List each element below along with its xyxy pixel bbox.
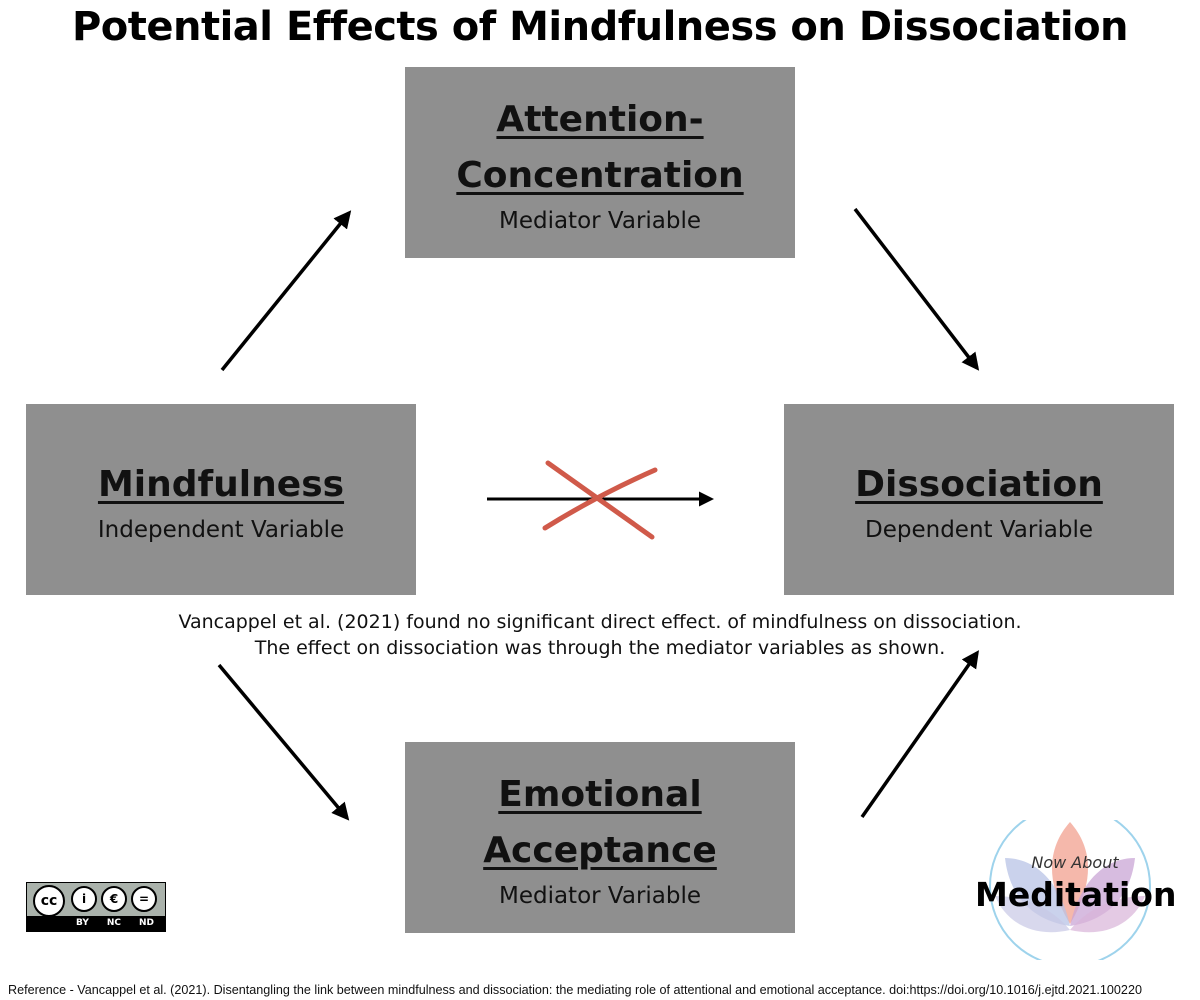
attribution-icon: i bbox=[71, 886, 97, 912]
node-title: Dissociation bbox=[855, 463, 1103, 505]
no-derivatives-icon: = bbox=[131, 886, 157, 912]
finding-note-line-1: Vancappel et al. (2021) found no signifi… bbox=[178, 611, 1022, 633]
arrow-mindfulness-to-attention bbox=[220, 210, 352, 372]
node-title: Attention-Concentration bbox=[456, 98, 744, 196]
node-dissociation: Dissociation Dependent Variable bbox=[784, 404, 1174, 595]
arrow-mindfulness-to-emotional bbox=[217, 663, 350, 821]
logo-wordmark: Meditation bbox=[975, 875, 1177, 914]
node-emotional-acceptance: Emotional Acceptance Mediator Variable bbox=[405, 742, 795, 933]
node-attention-concentration: Attention-Concentration Mediator Variabl… bbox=[405, 67, 795, 258]
cc-nc-label: NC bbox=[106, 918, 121, 928]
cross-mark bbox=[542, 460, 658, 540]
node-subtitle: Mediator Variable bbox=[498, 207, 702, 234]
arrow-emotional-to-dissociation bbox=[860, 650, 980, 819]
noncommercial-icon: € bbox=[101, 886, 127, 912]
finding-note-line-2: The effect on dissociation was through t… bbox=[254, 637, 946, 659]
cc-nd-label: ND bbox=[138, 918, 154, 928]
reference-citation: Reference - Vancappel et al. (2021). Dis… bbox=[8, 983, 1142, 997]
arrow-attention-to-dissociation bbox=[853, 207, 980, 371]
node-title: Emotional Acceptance bbox=[483, 773, 717, 871]
node-title: Mindfulness bbox=[97, 463, 345, 505]
cc-by-label: BY bbox=[75, 918, 89, 928]
node-subtitle: Mediator Variable bbox=[498, 882, 702, 909]
node-mindfulness: Mindfulness Independent Variable bbox=[26, 404, 416, 595]
now-about-meditation-logo: Now About Meditation bbox=[975, 820, 1177, 960]
logo-tagline: Now About bbox=[1031, 853, 1119, 872]
finding-note: Vancappel et al. (2021) found no signifi… bbox=[0, 609, 1200, 661]
cc-icon: cc bbox=[33, 885, 65, 917]
lotus-icon bbox=[989, 820, 1151, 960]
node-subtitle: Independent Variable bbox=[97, 516, 345, 543]
diagram-title: Potential Effects of Mindfulness on Diss… bbox=[71, 4, 1129, 50]
creative-commons-badge: cc i € = BY NC ND bbox=[26, 882, 166, 932]
node-subtitle: Dependent Variable bbox=[865, 516, 1093, 543]
